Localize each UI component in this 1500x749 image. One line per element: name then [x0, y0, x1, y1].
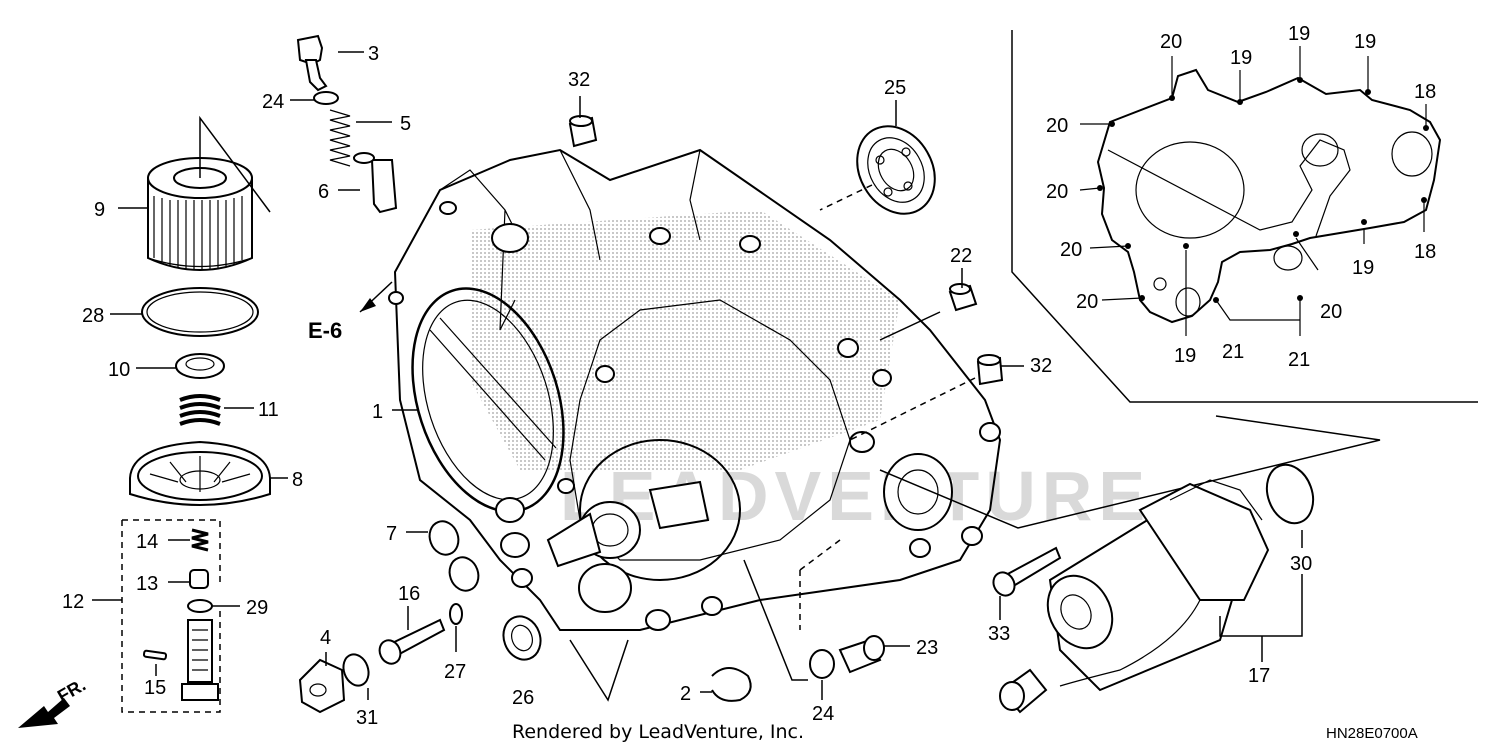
callout-24-bottom[interactable]: 24: [812, 703, 834, 725]
section-reference-label[interactable]: E-6: [308, 318, 342, 343]
callout-3[interactable]: 3: [368, 43, 379, 65]
starter-motor-part[interactable]: [999, 479, 1270, 714]
callout-22[interactable]: 22: [950, 245, 972, 267]
gasket-callout-19[interactable]: 19: [1352, 257, 1374, 279]
callout-31[interactable]: 31: [356, 707, 378, 729]
gasket-callout-18[interactable]: 18: [1414, 241, 1436, 263]
washer-part[interactable]: [809, 649, 835, 679]
svg-text:FR.: FR.: [54, 675, 89, 707]
callout-25[interactable]: 25: [884, 77, 906, 99]
callout-13[interactable]: 13: [136, 573, 158, 595]
callout-33[interactable]: 33: [988, 623, 1010, 645]
gasket-callout-20[interactable]: 20: [1160, 31, 1182, 53]
front-direction-arrow: FR.: [18, 675, 89, 728]
gasket-callout-20[interactable]: 20: [1076, 291, 1098, 313]
bypass-spring-part[interactable]: [191, 528, 209, 552]
gasket-callout-20[interactable]: 20: [1060, 239, 1082, 261]
callout-23[interactable]: 23: [916, 637, 938, 659]
relief-piston-part[interactable]: [353, 152, 398, 214]
drain-o-ring-part[interactable]: [339, 651, 372, 689]
oil-seal-part[interactable]: [175, 353, 225, 379]
callout-29[interactable]: 29: [246, 597, 268, 619]
callout-30[interactable]: 30: [1290, 553, 1312, 575]
hose-clamp-part[interactable]: [711, 667, 752, 702]
drawing-code: HN28E0700A: [1326, 725, 1418, 742]
callout-28[interactable]: 28: [82, 305, 104, 327]
filter-spring-part[interactable]: [179, 394, 221, 426]
callout-32-right[interactable]: 32: [1030, 355, 1052, 377]
flange-bolt-part[interactable]: [376, 618, 446, 667]
callout-10[interactable]: 10: [108, 359, 130, 381]
callout-1[interactable]: 1: [372, 401, 383, 423]
sealing-bolt-part[interactable]: [838, 635, 885, 674]
gasket-callout-21[interactable]: 21: [1222, 341, 1244, 363]
callout-26[interactable]: 26: [512, 687, 534, 709]
o-ring-part[interactable]: [141, 287, 259, 337]
callout-24[interactable]: 24: [262, 91, 284, 113]
drain-plug-part[interactable]: [298, 658, 346, 714]
bypass-body-part[interactable]: [181, 619, 219, 701]
dowel-pin-part[interactable]: [568, 115, 598, 148]
callout-16[interactable]: 16: [398, 583, 420, 605]
gasket-part[interactable]: [1096, 68, 1442, 324]
filter-cover-part[interactable]: [129, 440, 271, 506]
plug-bolt-part[interactable]: [948, 283, 978, 312]
oil-filter-group: FR.: [18, 34, 398, 728]
gasket-callout-19[interactable]: 19: [1288, 23, 1310, 45]
ball-bearing-part[interactable]: [842, 112, 950, 228]
gasket-callout-19[interactable]: 19: [1174, 345, 1196, 367]
gasket-callout-20[interactable]: 20: [1046, 181, 1068, 203]
bypass-valve-part[interactable]: [189, 569, 209, 589]
drain-bolt-part[interactable]: [296, 34, 328, 92]
callout-14[interactable]: 14: [136, 531, 158, 553]
gasket-callout-18[interactable]: 18: [1414, 81, 1436, 103]
starter-o-ring-part[interactable]: [1259, 458, 1321, 529]
callout-9[interactable]: 9: [94, 199, 105, 221]
gasket-callout-21[interactable]: 21: [1288, 349, 1310, 371]
callout-2[interactable]: 2: [680, 683, 691, 705]
credit-text: Rendered by LeadVenture, Inc.: [512, 721, 804, 743]
oil-seal-small-part[interactable]: [498, 611, 547, 665]
o-ring-small-part[interactable]: [425, 517, 483, 595]
callout-5[interactable]: 5: [400, 113, 411, 135]
relief-spring-part[interactable]: [329, 109, 351, 167]
pin-part[interactable]: [142, 649, 168, 661]
rear-crankcase-cover-part[interactable]: [386, 148, 1002, 631]
sealing-washer-part[interactable]: [313, 91, 339, 105]
callout-4[interactable]: 4: [320, 627, 331, 649]
callout-32[interactable]: 32: [568, 69, 590, 91]
dowel-pin-part[interactable]: [976, 354, 1004, 386]
callout-17[interactable]: 17: [1248, 665, 1270, 687]
bypass-washer-part[interactable]: [187, 599, 213, 613]
callout-15[interactable]: 15: [144, 677, 166, 699]
callout-27[interactable]: 27: [444, 661, 466, 683]
callout-labels: 3 24 5 6 9 28 10 11 8 14 13 12 29 15 32 …: [62, 23, 1436, 729]
washer-part[interactable]: [449, 603, 463, 625]
callout-6[interactable]: 6: [318, 181, 329, 203]
callout-7[interactable]: 7: [386, 523, 397, 545]
starter-bolt-part[interactable]: [989, 546, 1062, 599]
gasket-callout-19[interactable]: 19: [1354, 31, 1376, 53]
callout-8[interactable]: 8: [292, 469, 303, 491]
gasket-callout-20[interactable]: 20: [1320, 301, 1342, 323]
gasket-callout-19[interactable]: 19: [1230, 47, 1252, 69]
callout-12[interactable]: 12: [62, 591, 84, 613]
gasket-callout-20[interactable]: 20: [1046, 115, 1068, 137]
callout-11[interactable]: 11: [258, 399, 279, 421]
